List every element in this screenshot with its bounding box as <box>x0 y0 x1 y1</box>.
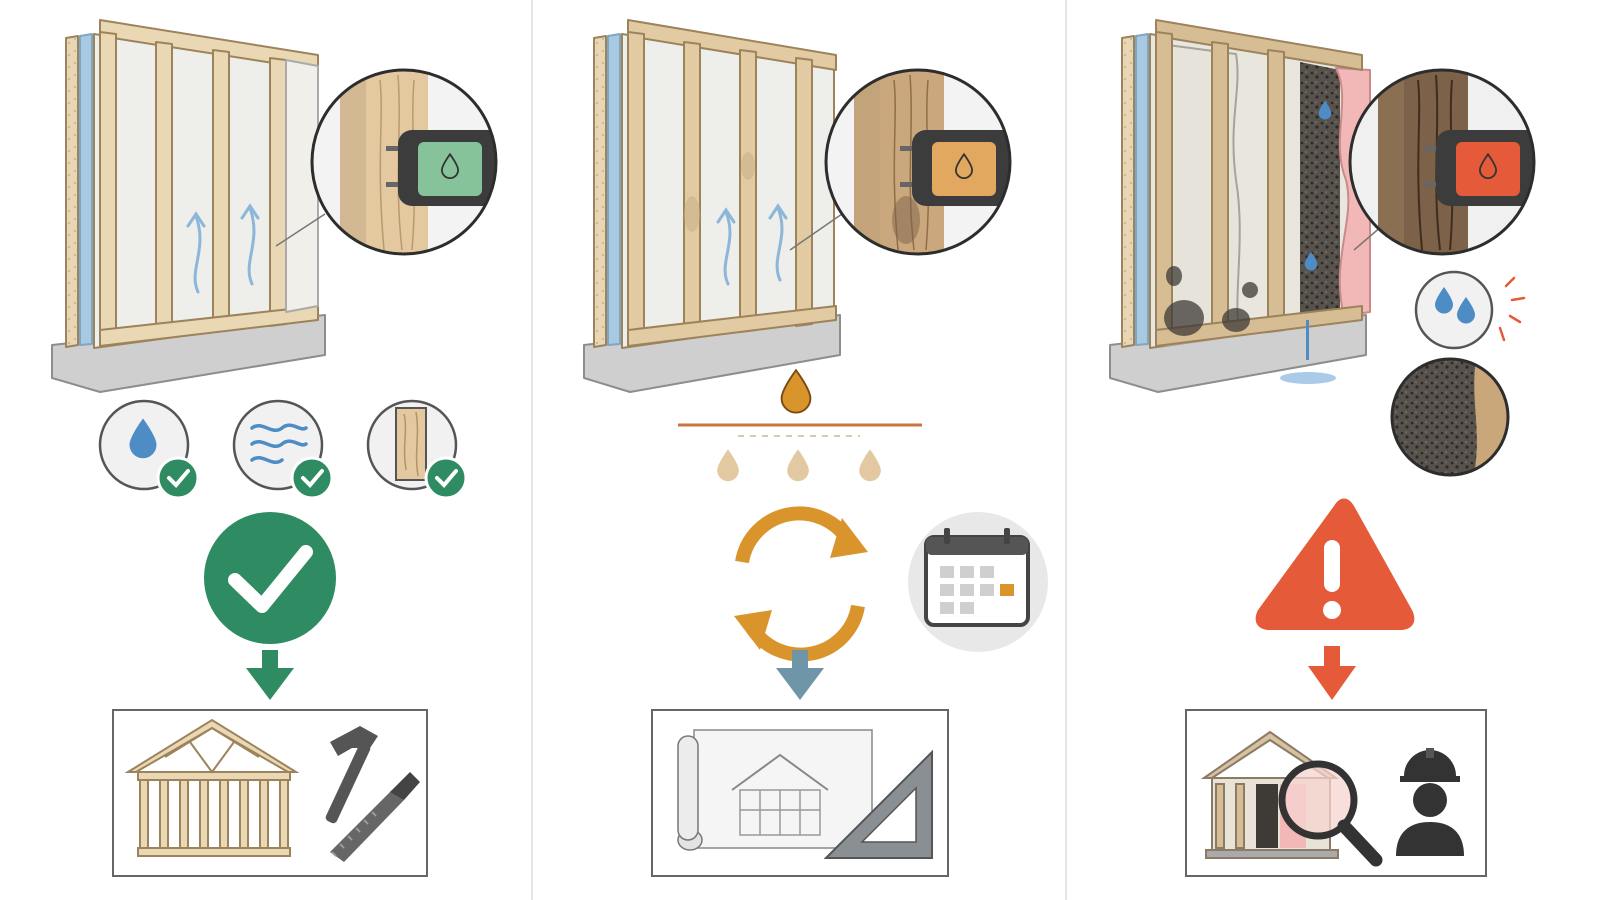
set-square-icon <box>823 749 933 859</box>
wood-grain-icon <box>395 407 427 481</box>
refresh-cycle-icon <box>734 506 868 662</box>
airflow-arrows <box>186 203 260 294</box>
moisture-meter-closeup-wet <box>1348 68 1536 256</box>
moisture-meter-closeup-monitor <box>824 68 1012 256</box>
check-badges <box>98 399 468 500</box>
panel-wet <box>1109 19 1536 877</box>
wall-section-monitor <box>583 19 841 393</box>
outcome-box-inspect <box>1185 709 1487 877</box>
flow-arrow-down <box>1308 646 1356 700</box>
flow-arrow-down <box>246 650 294 700</box>
inspector-icon <box>1396 748 1464 856</box>
moisture-meter-closeup-dry <box>310 68 498 256</box>
warning-triangle-icon <box>1255 498 1415 630</box>
flow-arrow-down <box>776 650 824 700</box>
leak-drops <box>1280 100 1336 384</box>
panel-dry <box>51 19 498 877</box>
check-wood <box>366 399 468 500</box>
check-airflow <box>232 399 334 500</box>
checkmark-circle-icon <box>204 512 336 644</box>
dripping-drop-icon <box>678 369 922 482</box>
water-drops-icon <box>1414 270 1526 350</box>
saw-icon <box>330 772 420 862</box>
wall-section-wet <box>1109 19 1371 393</box>
check-moisture <box>98 399 200 500</box>
magnifier-icon <box>1278 760 1383 867</box>
outcome-box-build <box>112 709 428 877</box>
calendar-icon <box>908 512 1048 652</box>
hammer-icon <box>325 726 378 824</box>
outcome-box-plan <box>651 709 949 877</box>
house-frame-icon <box>124 718 300 857</box>
status-good <box>204 512 336 644</box>
panel-monitor <box>583 19 1048 877</box>
mold-closeup-icon <box>1390 357 1510 477</box>
wall-section-dry <box>51 19 326 393</box>
airflow-arrows <box>716 203 788 286</box>
blueprint-icon <box>677 729 873 851</box>
airflow-waves-icon <box>250 423 308 464</box>
